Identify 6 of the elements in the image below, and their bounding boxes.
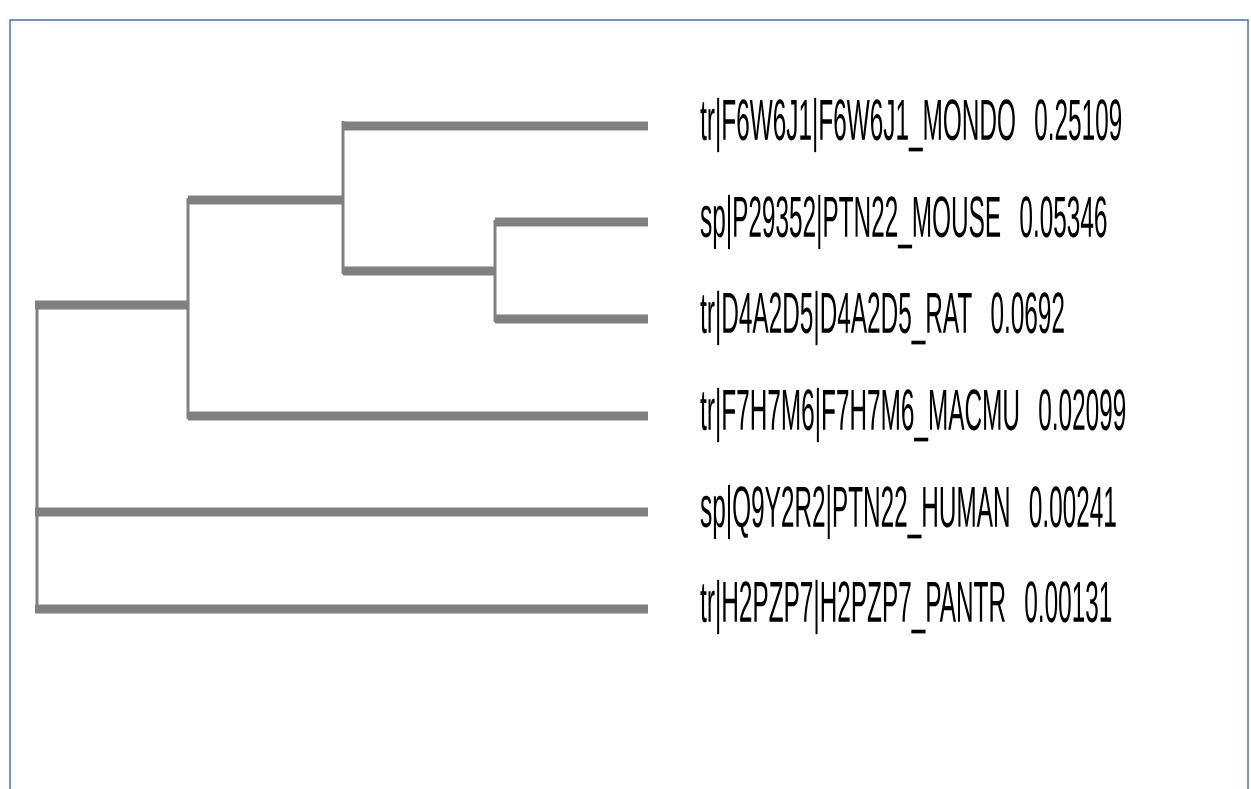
leaf-label: sp|P29352|PTN22_MOUSE 0.05346 [700,194,1107,250]
leaf-label: tr|F6W6J1|F6W6J1_MONDO 0.25109 [700,97,1122,153]
leaf-label: tr|D4A2D5|D4A2D5_RAT 0.0692 [700,290,1064,346]
leaf-label: tr|F7H7M6|F7H7M6_MACMU 0.02099 [700,387,1126,443]
leaf-label: sp|Q9Y2R2|PTN22_HUMAN 0.00241 [700,484,1116,540]
leaf-label: tr|H2PZP7|H2PZP7_PANTR 0.00131 [700,579,1112,635]
